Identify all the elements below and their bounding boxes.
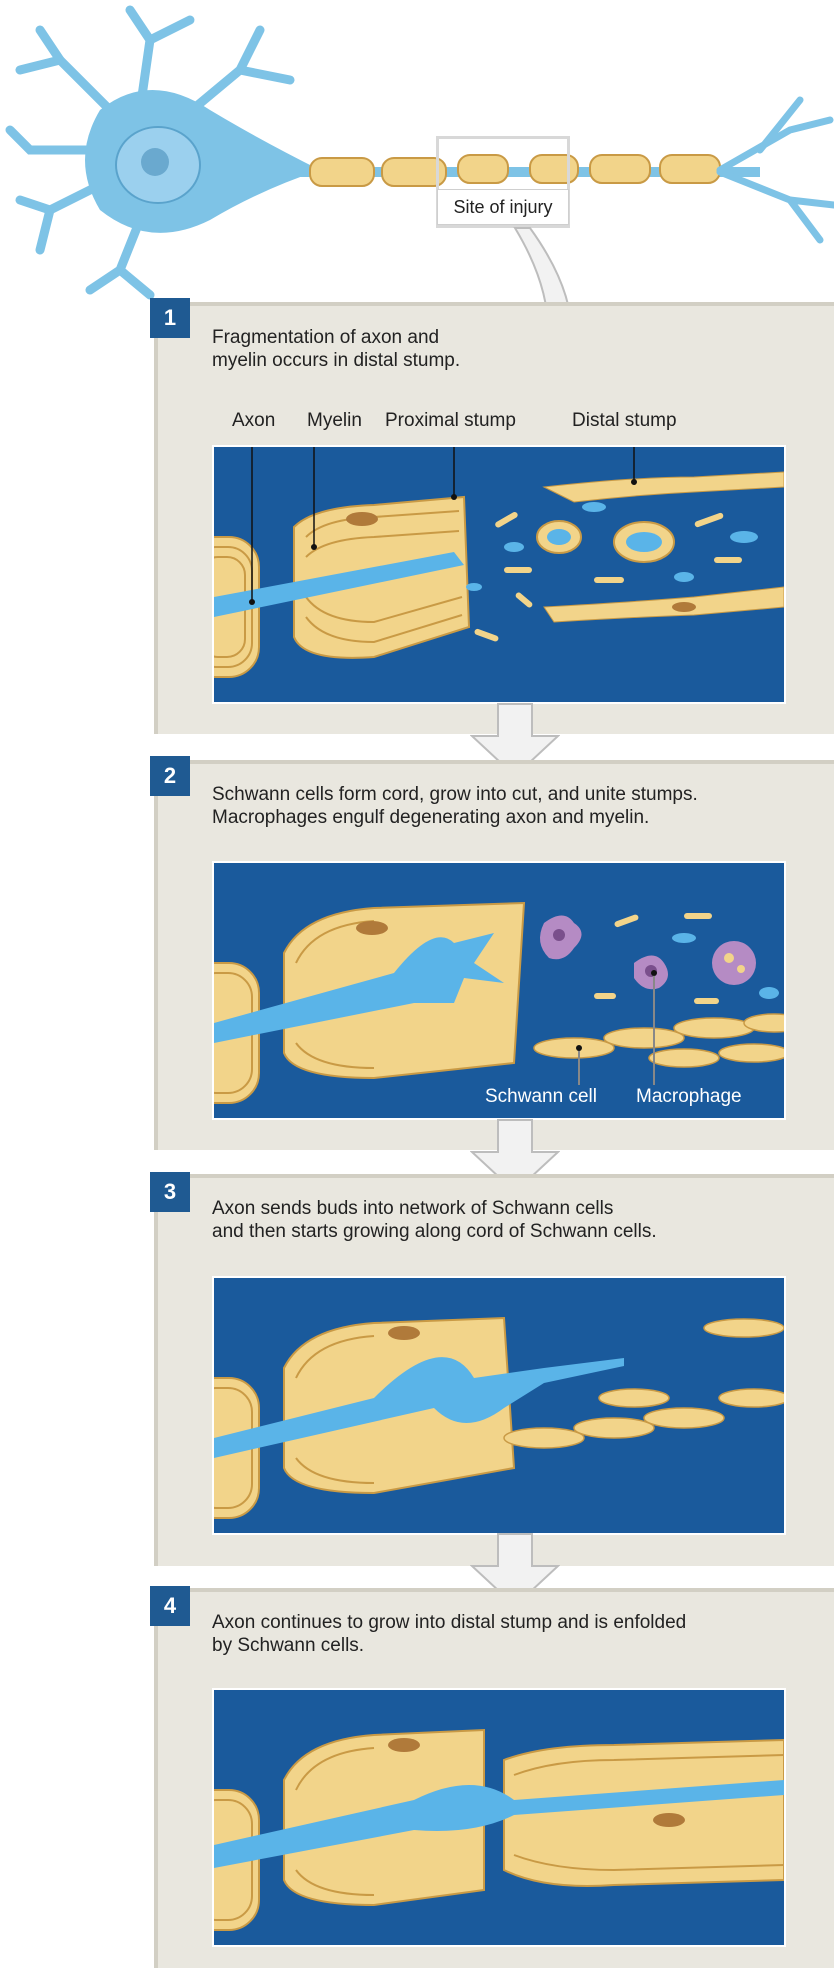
- step-4-illustration: [214, 1690, 784, 1945]
- step-4-caption: Axon continues to grow into distal stump…: [212, 1611, 812, 1657]
- step-1-scene: [212, 445, 786, 704]
- step-3-caption: Axon sends buds into network of Schwann …: [212, 1197, 812, 1243]
- injury-label: Site of injury: [437, 189, 569, 225]
- step-2-caption-line-1: Schwann cells form cord, grow into cut, …: [212, 783, 812, 806]
- label-proximal-stump: Proximal stump: [385, 410, 516, 432]
- step-2-badge: 2: [150, 756, 190, 796]
- label-macrophage: Macrophage: [636, 1086, 742, 1108]
- step-3-caption-line-2: and then starts growing along cord of Sc…: [212, 1220, 812, 1243]
- step-2-scene: [212, 861, 786, 1120]
- step-3-badge: 3: [150, 1172, 190, 1212]
- step-1-badge: 1: [150, 298, 190, 338]
- label-schwann-cell: Schwann cell: [485, 1086, 597, 1108]
- step-1-caption-line-2: myelin occurs in distal stump.: [212, 349, 812, 372]
- step-1-caption-line-1: Fragmentation of axon and: [212, 326, 812, 349]
- step-3-illustration: [214, 1278, 784, 1533]
- neuron-illustration: [0, 0, 834, 300]
- label-axon: Axon: [232, 410, 275, 432]
- step-1-illustration: [214, 447, 784, 702]
- step-2-illustration: [214, 863, 784, 1118]
- step-2-caption-line-2: Macrophages engulf degenerating axon and…: [212, 806, 812, 829]
- step-3-scene: [212, 1276, 786, 1535]
- label-myelin: Myelin: [307, 410, 362, 432]
- step-4-badge: 4: [150, 1586, 190, 1626]
- step-4-caption-line-1: Axon continues to grow into distal stump…: [212, 1611, 812, 1634]
- step-4-caption-line-2: by Schwann cells.: [212, 1634, 812, 1657]
- label-distal-stump: Distal stump: [572, 410, 677, 432]
- step-3-caption-line-1: Axon sends buds into network of Schwann …: [212, 1197, 812, 1220]
- step-2-caption: Schwann cells form cord, grow into cut, …: [212, 783, 812, 829]
- step-4-scene: [212, 1688, 786, 1947]
- step-1-caption: Fragmentation of axon and myelin occurs …: [212, 326, 812, 372]
